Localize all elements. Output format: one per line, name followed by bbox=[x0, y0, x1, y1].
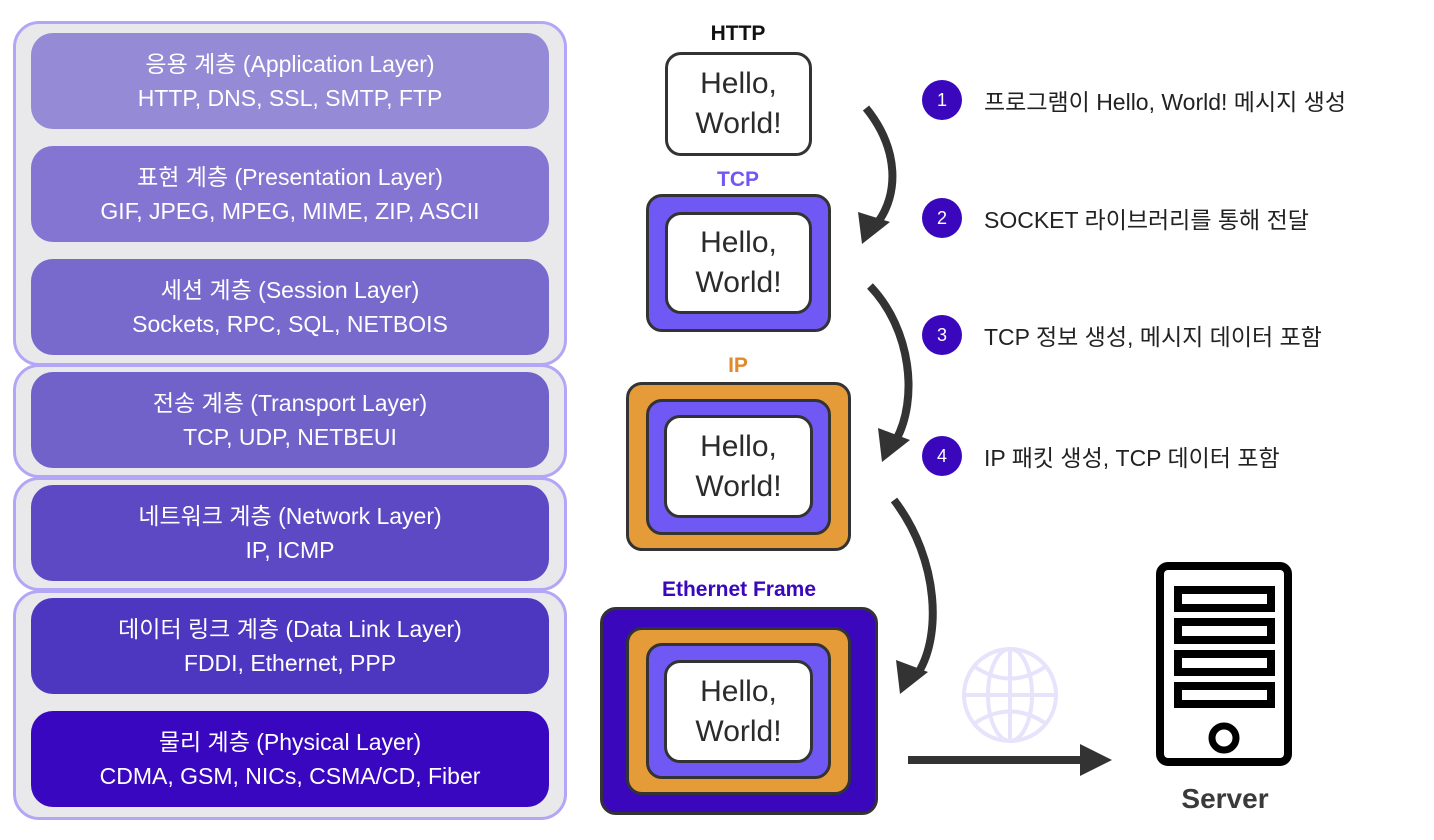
layer-protocols: FDDI, Ethernet, PPP bbox=[183, 650, 397, 676]
flow-arrow-2 bbox=[867, 283, 913, 462]
message-text: Hello, World! bbox=[695, 429, 782, 503]
layer-protocols: Sockets, RPC, SQL, NETBOIS bbox=[132, 311, 448, 337]
step-3: 3 TCP 정보 생성, 메시지 데이터 포함 bbox=[922, 315, 1322, 355]
http-message-box: Hello, World! bbox=[665, 52, 812, 156]
send-arrow bbox=[908, 744, 1112, 776]
layer-session: 세션 계층 (Session Layer) Sockets, RPC, SQL,… bbox=[31, 259, 549, 355]
globe-icon bbox=[962, 647, 1058, 743]
layer-presentation: 표현 계층 (Presentation Layer) GIF, JPEG, MP… bbox=[31, 146, 549, 242]
layer-application: 응용 계층 (Application Layer) HTTP, DNS, SSL… bbox=[31, 33, 549, 129]
tcp-label: TCP bbox=[717, 168, 759, 191]
step-text: 프로그램이 Hello, World! 메시지 생성 bbox=[984, 89, 1346, 115]
flow-arrow-1 bbox=[858, 105, 897, 244]
layer-protocols: IP, ICMP bbox=[245, 537, 335, 563]
layer-title: 표현 계층 (Presentation Layer) bbox=[137, 164, 443, 190]
http-label: HTTP bbox=[710, 22, 766, 45]
server-label: Server bbox=[1181, 783, 1269, 814]
message-text: Hello, World! bbox=[695, 674, 782, 748]
ethernet-message-box: Hello, World! bbox=[664, 660, 813, 763]
layer-protocols: CDMA, GSM, NICs, CSMA/CD, Fiber bbox=[99, 763, 481, 789]
layer-physical: 물리 계층 (Physical Layer) CDMA, GSM, NICs, … bbox=[31, 711, 549, 807]
step-number-badge: 1 bbox=[922, 80, 962, 120]
step-text: TCP 정보 생성, 메시지 데이터 포함 bbox=[984, 324, 1322, 350]
layer-protocols: GIF, JPEG, MPEG, MIME, ZIP, ASCII bbox=[100, 198, 480, 224]
layer-data-link: 데이터 링크 계층 (Data Link Layer) FDDI, Ethern… bbox=[31, 598, 549, 694]
layer-network: 네트워크 계층 (Network Layer) IP, ICMP bbox=[31, 485, 549, 581]
tcp-message-box: Hello, World! bbox=[665, 212, 812, 314]
layer-protocols: HTTP, DNS, SSL, SMTP, FTP bbox=[137, 85, 443, 111]
ethernet-label: Ethernet Frame bbox=[661, 578, 817, 601]
server-icon bbox=[1156, 562, 1292, 766]
layer-title: 물리 계층 (Physical Layer) bbox=[158, 729, 422, 755]
layer-protocols: TCP, UDP, NETBEUI bbox=[183, 424, 397, 450]
step-4: 4 IP 패킷 생성, TCP 데이터 포함 bbox=[922, 436, 1280, 476]
layer-title: 네트워크 계층 (Network Layer) bbox=[138, 503, 442, 529]
layer-title: 전송 계층 (Transport Layer) bbox=[152, 390, 428, 416]
step-number-badge: 3 bbox=[922, 315, 962, 355]
step-number-badge: 4 bbox=[922, 436, 962, 476]
message-text: Hello, World! bbox=[695, 67, 782, 140]
step-1: 1 프로그램이 Hello, World! 메시지 생성 bbox=[922, 80, 1346, 120]
flow-arrow-3 bbox=[890, 497, 937, 694]
ip-message-box: Hello, World! bbox=[664, 415, 813, 518]
step-text: IP 패킷 생성, TCP 데이터 포함 bbox=[984, 445, 1280, 471]
message-text: Hello, World! bbox=[695, 226, 782, 299]
step-number-badge: 2 bbox=[922, 198, 962, 238]
ip-label: IP bbox=[728, 354, 748, 377]
step-2: 2 SOCKET 라이브러리를 통해 전달 bbox=[922, 198, 1309, 238]
layer-title: 응용 계층 (Application Layer) bbox=[145, 51, 435, 77]
layer-title: 데이터 링크 계층 (Data Link Layer) bbox=[118, 616, 462, 642]
layer-title: 세션 계층 (Session Layer) bbox=[160, 277, 420, 303]
step-text: SOCKET 라이브러리를 통해 전달 bbox=[984, 207, 1309, 233]
layer-transport: 전송 계층 (Transport Layer) TCP, UDP, NETBEU… bbox=[31, 372, 549, 468]
